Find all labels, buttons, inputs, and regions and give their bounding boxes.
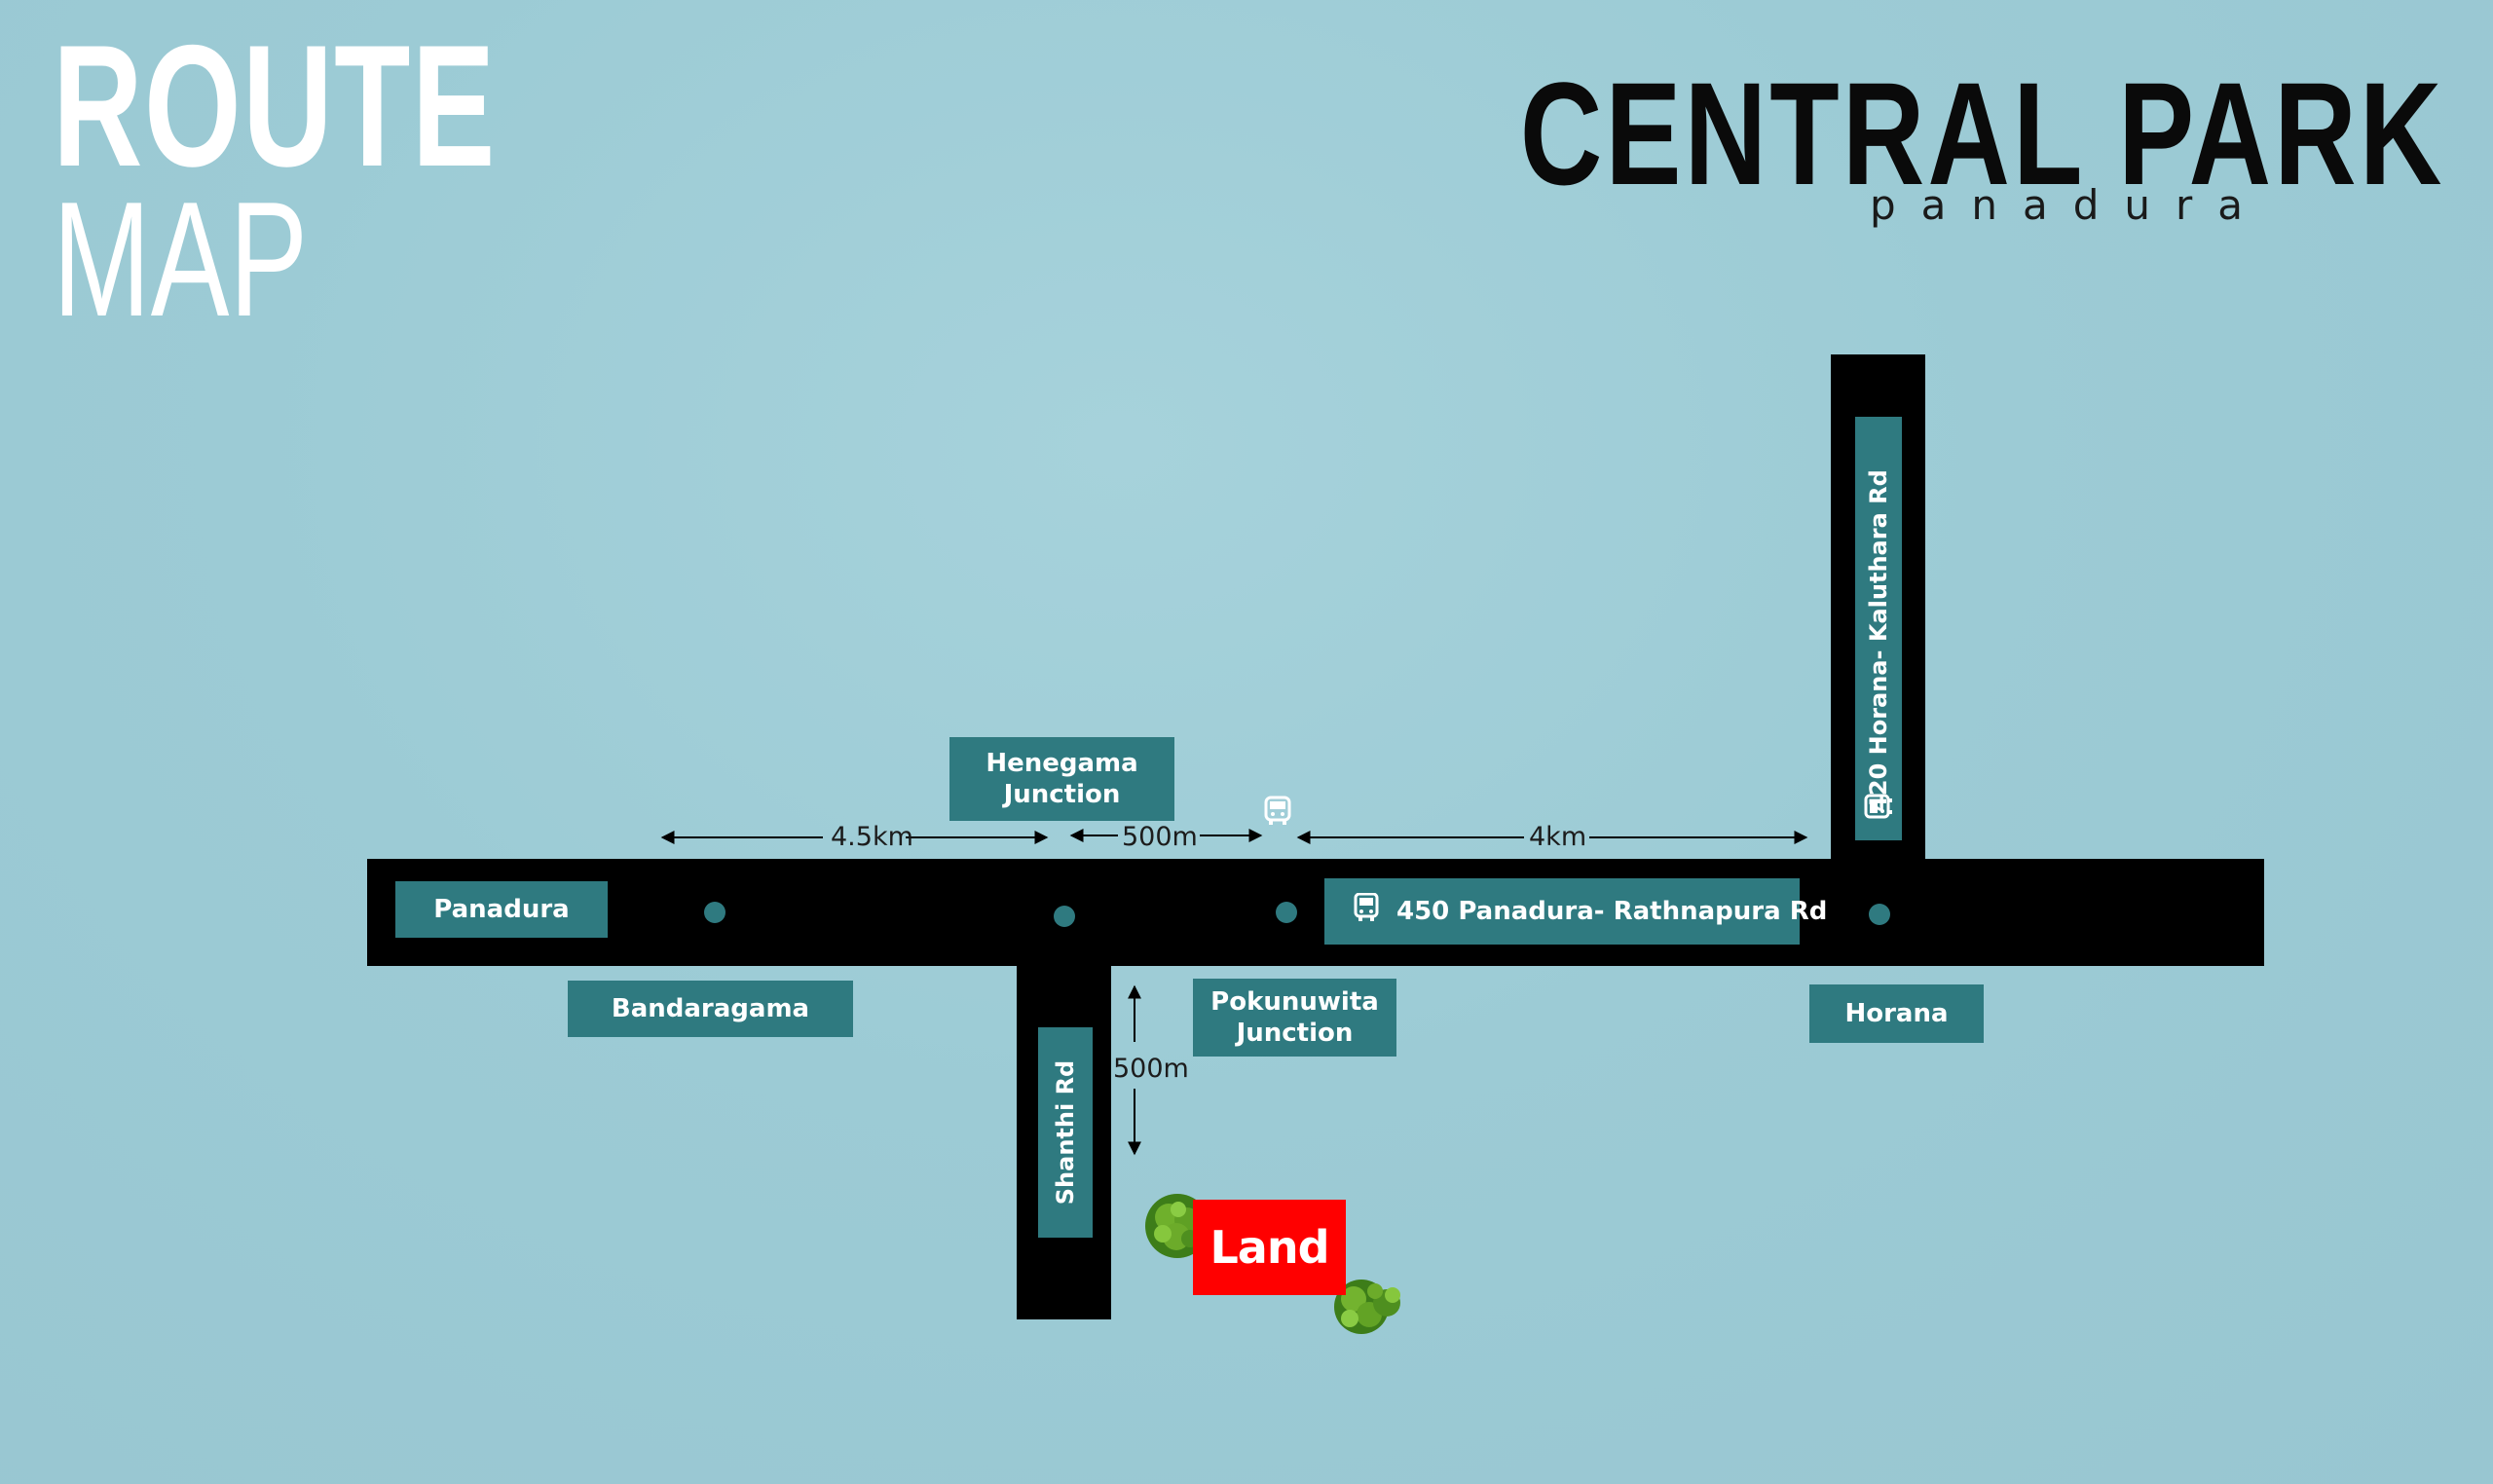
stop-dot-pokunuwita xyxy=(1276,902,1297,923)
label-henegama-junction: Henegama Junction xyxy=(949,737,1174,821)
bus-icon xyxy=(1863,792,1894,826)
title-map: MAP xyxy=(53,167,309,351)
distance-4-5km: 4.5km xyxy=(831,822,913,852)
tree-icon xyxy=(1324,1266,1414,1349)
distance-500m-henegama: 500m xyxy=(1122,822,1198,852)
stop-dot-horana xyxy=(1869,904,1890,925)
label-panadura-rathnapura-road: 450 Panadura- Rathnapura Rd xyxy=(1324,878,1827,945)
land-marker: Land xyxy=(1193,1200,1346,1295)
label-horana: Horana xyxy=(1809,984,1984,1043)
label-pokunuwita-junction: Pokunuwita Junction xyxy=(1193,979,1396,1057)
brand-name: CENTRAL PARK xyxy=(1519,52,2444,215)
road-name-rathnapura: 450 Panadura- Rathnapura Rd xyxy=(1396,896,1828,926)
label-horana-kaluthara-road: 420 Horana- Kaluthara Rd xyxy=(1855,417,1902,840)
stop-dot-bandaragama xyxy=(704,902,726,923)
distance-4km: 4km xyxy=(1529,822,1587,852)
title-route: ROUTE xyxy=(53,9,497,203)
label-panadura: Panadura xyxy=(395,881,608,938)
label-shanthi-road: Shanthi Rd xyxy=(1038,1027,1093,1238)
brand-location: panadura xyxy=(1870,181,2269,229)
road-panadura-rathnapura xyxy=(367,859,2264,966)
land-label: Land xyxy=(1209,1221,1329,1274)
bus-stop-icon xyxy=(1263,796,1292,832)
label-bandaragama: Bandaragama xyxy=(568,981,853,1037)
distance-500m-shanthi: 500m xyxy=(1113,1054,1189,1084)
bus-icon xyxy=(1354,892,1379,931)
stop-dot-henegama xyxy=(1054,906,1075,927)
